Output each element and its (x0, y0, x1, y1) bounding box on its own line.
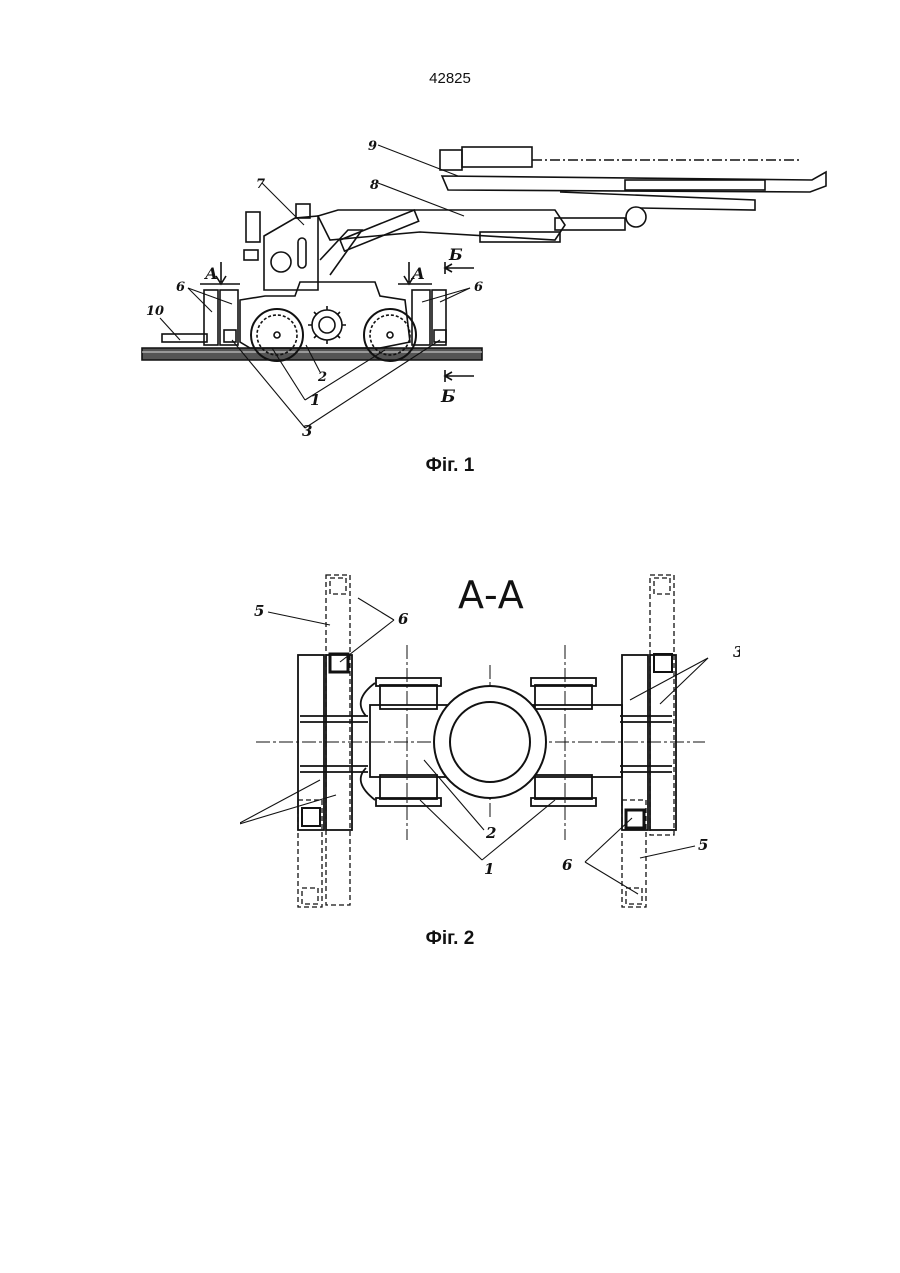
label-10: 10 (146, 304, 164, 319)
drive-gear (308, 306, 346, 344)
left-pad-top (330, 654, 348, 672)
section-title: А-А (458, 573, 524, 617)
right-post-inner (412, 290, 430, 345)
left-hook-top (361, 683, 375, 716)
label-7: 7 (256, 177, 265, 192)
label-6-left: 6 (398, 610, 409, 628)
left-clamp-bottom (300, 766, 368, 772)
label-1: 1 (484, 860, 494, 878)
feed-gearbox (440, 150, 462, 170)
section-b-top-label: Б (448, 245, 463, 264)
left-foot (224, 330, 236, 342)
mast-fitting (246, 212, 260, 242)
mast-body (264, 216, 318, 290)
label-8: 8 (370, 178, 379, 193)
right-pad-top (654, 654, 672, 672)
right-clamp-bottom (620, 766, 672, 772)
page-number: 42825 (0, 70, 900, 87)
mast-fitting-2 (244, 250, 258, 260)
label-2: 2 (317, 370, 327, 385)
pad-right-bottom-ghost (626, 888, 642, 904)
label-9: 9 (368, 139, 377, 154)
label-6-left: 6 (176, 280, 185, 295)
label-2: 2 (485, 824, 496, 842)
label-3: 3 (302, 422, 312, 440)
feed-beam-9 (442, 172, 826, 192)
mast-cap (296, 204, 310, 218)
pad-left-bottom-ghost (302, 888, 318, 904)
chassis-frame (240, 282, 410, 348)
left-pad-bottom (302, 808, 320, 826)
section-a-left-label: А (204, 264, 218, 283)
label-1: 1 (310, 391, 320, 409)
section-b-bottom-mark (445, 370, 474, 382)
figure-1-drawing: 9 8 7 6 6 10 2 1 3 А А Б Б (130, 125, 840, 445)
mast-hub (271, 252, 291, 272)
label-6-right: 6 (474, 280, 483, 295)
right-clamp-top (620, 716, 672, 722)
boom-8 (318, 210, 565, 240)
pad-left-top-ghost (330, 578, 346, 594)
feed-motor (462, 147, 532, 167)
figure-2-caption: Фіг. 2 (0, 928, 900, 950)
boom-joint (626, 207, 646, 227)
rail (142, 348, 482, 360)
section-a-right-label: А (411, 264, 425, 283)
figure-1-caption: Фіг. 1 (0, 455, 900, 477)
boom-cylinder-3 (555, 218, 625, 230)
feed-guide (625, 180, 765, 190)
support-bar-10 (162, 334, 207, 342)
left-clamp-top (300, 716, 368, 722)
mast-slot (298, 238, 306, 268)
label-6-right: 6 (562, 856, 573, 874)
support-5-right (650, 575, 674, 835)
wheel-right-bottom (531, 775, 596, 806)
label-3-right: 3 (733, 643, 740, 661)
label-5-left: 5 (254, 602, 264, 620)
pad-right-top-ghost (654, 578, 670, 594)
section-b-bottom-label: Б (440, 387, 456, 407)
wheel-left-bottom (376, 775, 441, 806)
boom-strut (320, 230, 362, 275)
label-5-right: 5 (698, 836, 708, 854)
right-pad-bottom (626, 810, 644, 828)
figure-2-drawing: А-А 5 6 3 3 2 1 5 6 (240, 560, 740, 915)
